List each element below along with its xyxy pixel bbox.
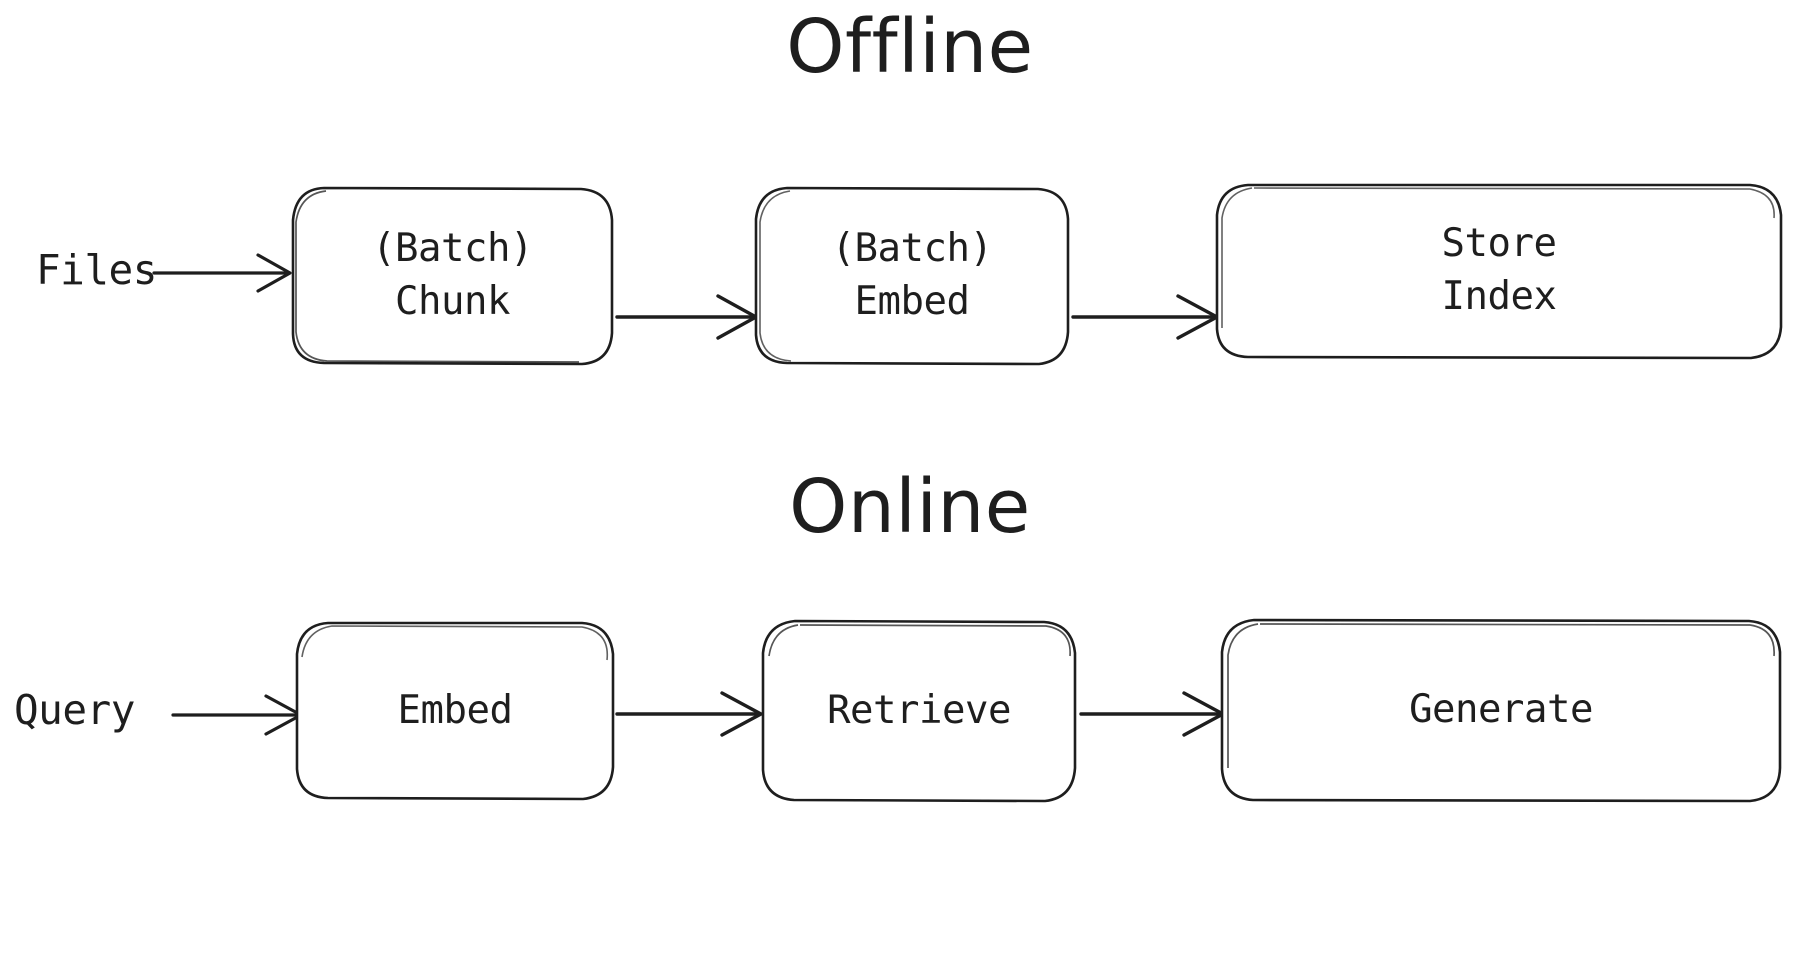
node-label-retrieve: Retrieve [827, 687, 1011, 733]
arrow-retrieve-to-generate [1079, 691, 1225, 737]
node-batch-chunk[interactable]: (Batch) Chunk [290, 186, 615, 366]
input-label-query: Query [14, 686, 135, 734]
arrow-batch-embed-to-store-index [1071, 294, 1219, 340]
node-generate[interactable]: Generate [1218, 616, 1784, 804]
arrow-embed-to-retrieve [615, 691, 763, 737]
arrow-files-to-batch-chunk [152, 253, 292, 293]
node-label-store-index: Store Index [1441, 221, 1557, 319]
input-label-files: Files [36, 246, 157, 294]
arrow-batch-chunk-to-batch-embed [615, 294, 758, 340]
section-heading-online: Online [789, 464, 1031, 550]
node-label-batch-chunk: (Batch) Chunk [372, 226, 533, 324]
node-label-batch-embed: (Batch) Embed [831, 226, 993, 324]
node-retrieve[interactable]: Retrieve [760, 618, 1078, 804]
node-label-generate: Generate [1409, 686, 1593, 732]
node-store-index[interactable]: Store Index [1214, 182, 1784, 360]
section-heading-offline: Offline [786, 4, 1034, 90]
arrow-query-to-embed [171, 694, 303, 736]
node-embed[interactable]: Embed [294, 620, 616, 802]
node-batch-embed[interactable]: (Batch) Embed [753, 186, 1071, 366]
node-label-embed: Embed [397, 687, 513, 733]
